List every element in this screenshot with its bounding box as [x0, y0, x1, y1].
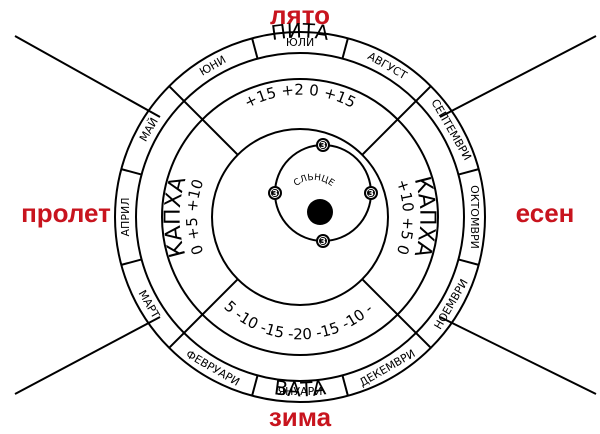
month-label: АПРИЛ: [119, 198, 132, 237]
earth-icon-left: З: [268, 186, 282, 200]
season-spring: пролет: [21, 198, 111, 228]
earth-icon-top: З: [316, 138, 330, 152]
dosha-separator: [361, 278, 417, 334]
dosha-left: КАПХА: [161, 174, 192, 260]
dosha-separators: [183, 100, 417, 334]
month-separator: [121, 168, 142, 176]
month-separator: [415, 332, 432, 349]
month-separator: [415, 85, 432, 102]
dosha-bottom: ВАТА: [273, 375, 328, 401]
month-label: ОКТОМВРИ: [468, 185, 481, 249]
month-label: МАРТ: [136, 288, 163, 321]
month-label: ЯНУАРИ: [277, 385, 322, 398]
month-separator: [341, 38, 349, 59]
svg-text:З: З: [320, 141, 326, 150]
season-autumn: есен: [516, 198, 575, 228]
dosha-top: ПИТА: [270, 19, 331, 46]
month-separator: [121, 258, 142, 266]
month-separator: [168, 85, 185, 102]
dosha-inner-ring: [161, 78, 439, 356]
dosha-separator: [183, 100, 239, 156]
svg-text:З: З: [272, 189, 278, 198]
sun-label: СЛЬНЦЕ: [292, 173, 336, 189]
dosha-separator: [361, 100, 417, 156]
divider-bottom-left: [14, 316, 161, 395]
earth-icon-right: З: [364, 186, 378, 200]
dosha-separator: [183, 278, 239, 334]
month-label: ЮЛИ: [286, 36, 314, 49]
month-label: ЮНИ: [197, 53, 228, 78]
season-winter: зима: [269, 402, 332, 432]
temperature-bottom: -5 -10 -15 -20 -15 -10 -5: [0, 0, 376, 343]
months-inner-ring: [135, 52, 465, 382]
month-label: МАЙ: [137, 116, 161, 144]
temperature-inner-ring: [211, 128, 389, 306]
divider-top-left: [14, 35, 161, 118]
earth-orbit: [274, 144, 372, 242]
month-separators: [121, 38, 479, 396]
divider-bottom-right: [439, 316, 597, 395]
sun-icon: [307, 199, 333, 225]
svg-text:З: З: [320, 237, 326, 246]
month-separator: [458, 168, 479, 176]
month-separator: [168, 332, 185, 349]
month-separator: [458, 258, 479, 266]
month-separator: [251, 375, 259, 396]
month-separator: [251, 38, 259, 59]
earth-icon-bottom: З: [316, 234, 330, 248]
outer-ring: [114, 31, 486, 403]
dosha-right: КАПХА: [409, 174, 440, 260]
divider-top-right: [439, 35, 597, 118]
season-summer: лято: [270, 0, 330, 30]
svg-text:З: З: [368, 189, 374, 198]
month-separator: [341, 375, 349, 396]
